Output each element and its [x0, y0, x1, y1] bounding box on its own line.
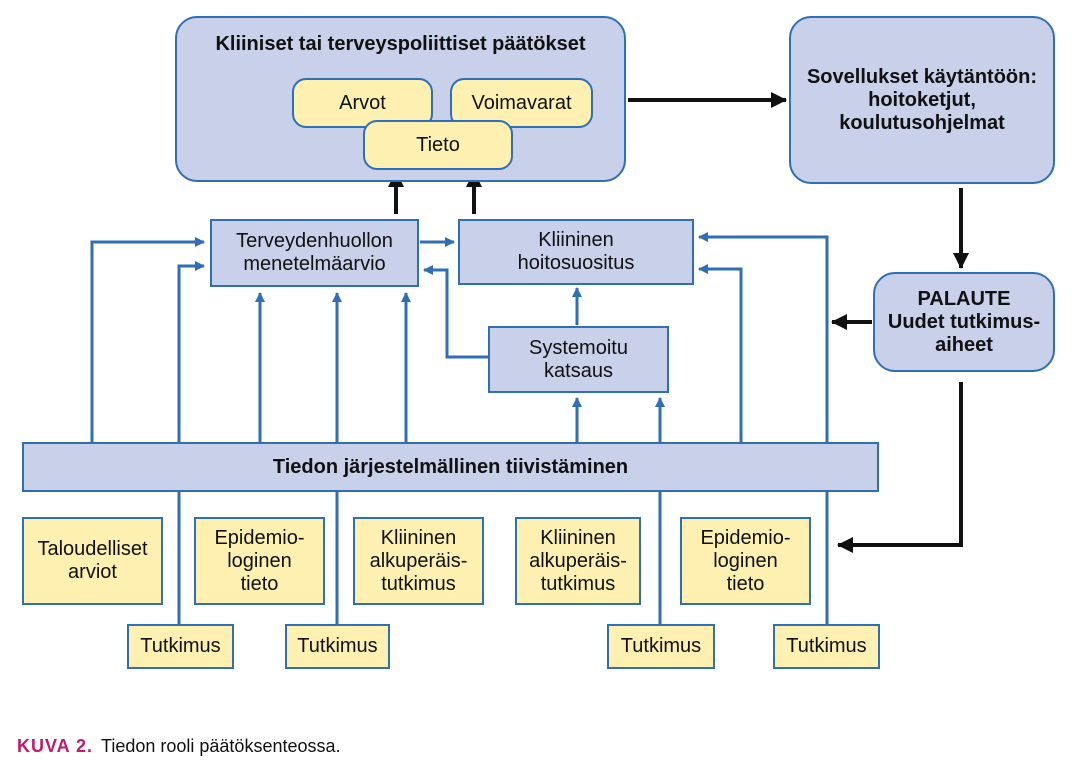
caption-text: Tiedon rooli päätöksenteossa.: [101, 736, 341, 756]
caption-label: KUVA 2.: [17, 736, 94, 756]
resources-box: Voimavarat: [450, 78, 593, 128]
source-epidemiological-2: Epidemio- loginen tieto: [680, 517, 811, 605]
research-box-4: Tutkimus: [773, 624, 880, 669]
source-clinical-primary-1: Kliininen alkuperäis- tutkimus: [353, 517, 484, 605]
source-epidemiological-1: Epidemio- loginen tieto: [194, 517, 325, 605]
synthesis-bar: Tiedon järjestelmällinen tiivistäminen: [22, 442, 879, 492]
arrow-synthesis-to-guideline: [698, 264, 743, 442]
values-box: Arvot: [292, 78, 433, 128]
feedback-box: PALAUTE Uudet tutkimus- aiheet: [873, 272, 1055, 372]
research-box-3: Tutkimus: [607, 624, 715, 669]
decisions-title: Kliiniset tai terveyspoliittiset päätöks…: [215, 33, 586, 55]
arrow-synthesis-to-hta-left: [90, 237, 205, 442]
review-box: Systemoitu katsaus: [488, 326, 669, 393]
research-box-1: Tutkimus: [127, 624, 234, 669]
arrow-research4-to-guideline: [698, 232, 829, 624]
source-economic-evaluations: Taloudelliset arviot: [22, 517, 163, 605]
research-box-2: Tutkimus: [285, 624, 390, 669]
arrow-feedback-to-sources: [837, 382, 963, 553]
applications-box: Sovellukset käytäntöön: hoitoketjut, kou…: [789, 16, 1055, 184]
arrow-research1-to-hta: [177, 261, 205, 624]
arrow-review-to-hta: [423, 265, 488, 359]
source-clinical-primary-2: Kliininen alkuperäis- tutkimus: [515, 517, 641, 605]
figure-caption: KUVA 2. Tiedon rooli päätöksenteossa.: [17, 736, 341, 757]
knowledge-box: Tieto: [363, 120, 513, 170]
hta-box: Terveydenhuollon menetelmäarvio: [210, 219, 419, 287]
guideline-box: Kliininen hoitosuositus: [458, 219, 694, 285]
